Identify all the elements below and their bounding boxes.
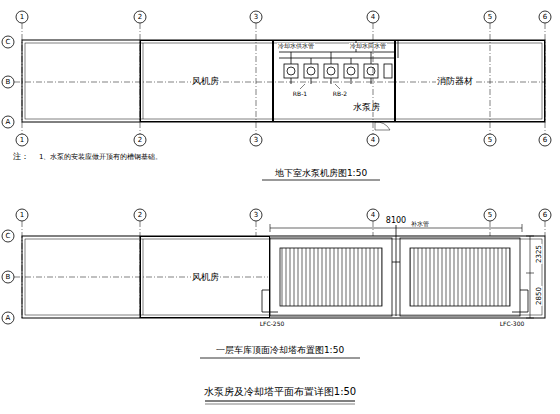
dimension-label: LFC-300	[499, 321, 526, 327]
grid-axis-label: 3	[254, 137, 258, 144]
dimension-label: RB-2	[332, 91, 348, 97]
grid-bubble	[134, 11, 146, 23]
grid-bubble	[134, 134, 146, 146]
grid-axis-label: 4	[371, 212, 375, 219]
grid-axis-label: 2	[138, 137, 142, 144]
dimension-label: 2325	[536, 244, 543, 264]
dimension-label: 2850	[536, 286, 543, 306]
drawing-title: 水泵房及冷却塔平面布置详图1:50	[203, 387, 357, 397]
grid-axis-label: 1	[20, 137, 24, 144]
grid-bubble	[16, 11, 28, 23]
grid-axis-label: 5	[488, 212, 492, 219]
grid-bubble	[484, 134, 496, 146]
grid-bubble	[250, 209, 262, 221]
dimension-label: LFC-250	[259, 321, 286, 327]
grid-axis-label: 2	[138, 212, 142, 219]
room-name: 风机房	[191, 273, 220, 282]
grid-bubble	[2, 116, 14, 128]
walls	[22, 40, 545, 318]
grid-bubble	[2, 312, 14, 324]
dimension-lines	[270, 224, 534, 318]
grid-bubble	[2, 230, 14, 242]
grid-bubble	[484, 11, 496, 23]
room-outline: 水泵房	[273, 40, 395, 122]
grid-axis-label: C	[6, 233, 11, 240]
grid-bubble	[367, 11, 379, 23]
room-name: 风机房	[191, 77, 220, 86]
grid-axis-label: 3	[254, 212, 258, 219]
room-outline: 风机房	[140, 236, 270, 318]
title-underlines	[200, 180, 380, 404]
grid-bubble	[2, 36, 14, 48]
grid-bubble	[367, 134, 379, 146]
grid-bubble	[539, 209, 551, 221]
note-text: 一层车库顶面冷却塔布置图1:50	[215, 346, 345, 355]
note-text: 1、水泵的安装应做开顶有的槽钢基础。	[38, 154, 163, 161]
note-text: 地下室水泵机房图1:50	[274, 169, 368, 178]
grid-axis-label: 6	[543, 137, 547, 144]
dimension-label: 冷却水供水管	[277, 43, 315, 49]
grid-bubble	[134, 209, 146, 221]
grid-axis-label: 6	[543, 212, 547, 219]
dimension-label: 8100	[385, 217, 407, 225]
grid-bubble	[16, 134, 28, 146]
pump-units	[279, 40, 398, 130]
grid-axis-label: 4	[371, 137, 375, 144]
grid-axis-label: 3	[254, 14, 258, 21]
dimension-label: 补水管	[410, 221, 430, 227]
room-outline: 消防器材	[395, 40, 545, 122]
grid-axis-label: 1	[20, 212, 24, 219]
grid-axis-label: 6	[543, 14, 547, 21]
grid-axis-label: C	[6, 39, 11, 46]
room-name: 消防器材	[436, 77, 474, 86]
grid-axis-label: A	[6, 315, 11, 322]
grid-lines	[14, 23, 545, 318]
grid-axis-label: 1	[20, 14, 24, 21]
note-text: 注：	[12, 153, 30, 161]
grid-bubble	[250, 11, 262, 23]
grid-bubble	[539, 11, 551, 23]
grid-axis-label: 5	[488, 137, 492, 144]
room-name: 水泵房	[352, 103, 381, 112]
grid-axis-label: 5	[488, 14, 492, 21]
dimension-label: 冷却水回水管	[349, 43, 387, 49]
grid-axis-label: 2	[138, 14, 142, 21]
room-outline: 风机房	[140, 40, 273, 122]
dimension-label: RB-1	[292, 91, 308, 97]
grid-bubble	[539, 134, 551, 146]
grid-axis-label: B	[6, 79, 11, 86]
grid-bubble	[16, 209, 28, 221]
cooling-towers	[262, 224, 528, 316]
grid-bubble	[484, 209, 496, 221]
grid-bubble	[2, 76, 14, 88]
grid-bubbles	[2, 11, 551, 324]
grid-axis-label: 4	[371, 14, 375, 21]
grid-axis-label: A	[6, 119, 11, 126]
grid-bubble	[250, 134, 262, 146]
grid-bubble	[2, 271, 14, 283]
grid-axis-label: B	[6, 274, 11, 281]
grid-bubble	[367, 209, 379, 221]
